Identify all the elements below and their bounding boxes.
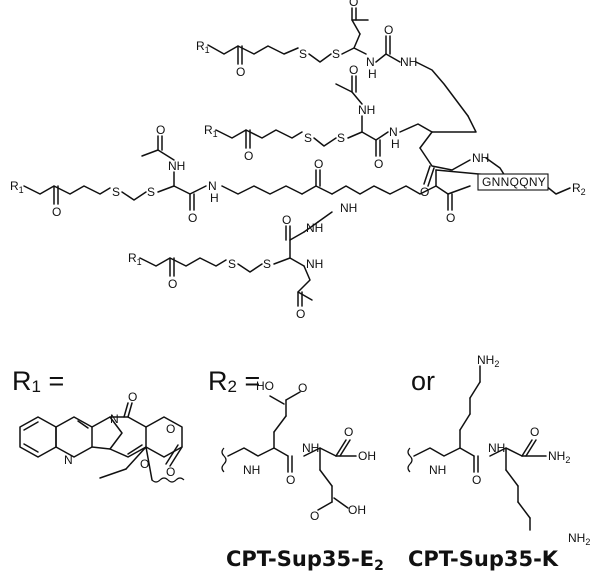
- or-label: or: [411, 366, 435, 396]
- r1-label: R1: [196, 39, 210, 55]
- amine-label: NH2: [477, 353, 499, 369]
- oxygen-label: O: [166, 422, 175, 436]
- amine-label: NH: [400, 55, 417, 69]
- oxygen-label: O: [168, 277, 177, 291]
- nitrogen-label: N: [208, 179, 217, 193]
- amine-label: NH: [488, 441, 505, 455]
- oxygen-label: O: [446, 211, 455, 225]
- nitrogen-label: N: [110, 412, 119, 426]
- oxygen-label: O: [344, 425, 353, 439]
- oxygen-label: O: [472, 473, 481, 487]
- r2-label: R2: [572, 181, 586, 197]
- oxygen-label: O: [128, 390, 137, 404]
- r1-label: R1: [128, 251, 142, 267]
- amine-label: NH2: [568, 531, 590, 547]
- peptide-sequence: GNNQQNY: [482, 175, 546, 189]
- r2-definition: R2 = or: [208, 366, 435, 396]
- amine-label: NH: [168, 159, 185, 173]
- second-arm: R1 O S S NH O O N H: [204, 63, 433, 171]
- hydroxyl-label: OH: [358, 449, 376, 463]
- nitrogen-label: N: [366, 55, 375, 69]
- r1-definition-label: R1 =: [12, 366, 64, 396]
- oxygen-label: O: [52, 205, 61, 219]
- oxygen-label: O: [384, 23, 393, 37]
- r1-definition: R1 =: [12, 366, 64, 396]
- sulfur-label: S: [299, 47, 307, 61]
- hydroxyl-label: HO: [256, 379, 274, 393]
- bottom-arm: R1 O S S O NH NH O: [128, 211, 333, 321]
- oxygen-label: O: [282, 213, 291, 227]
- oxygen-label: O: [298, 381, 307, 395]
- r2-definition-label: R2 =: [208, 366, 260, 396]
- hydroxyl-label: OH: [348, 503, 366, 517]
- hydrogen-label: H: [210, 191, 219, 205]
- r1-label: R1: [10, 179, 24, 195]
- oxygen-label: O: [349, 63, 358, 77]
- oxygen-label: O: [188, 211, 197, 225]
- top-arm: R1 O S S O N H O NH: [196, 0, 469, 117]
- hydrogen-label: H: [391, 137, 400, 151]
- r1-label: R1: [204, 123, 218, 139]
- amine-label: NH: [472, 151, 489, 165]
- sulfur-label: S: [228, 257, 236, 271]
- oxygen-label: O: [166, 465, 175, 479]
- oxygen-label: O: [236, 65, 245, 79]
- sulfur-label: S: [337, 131, 345, 145]
- main-chain: R1 O S S NH O O N H O NH O R2: [10, 123, 586, 225]
- oxygen-label: O: [296, 307, 305, 321]
- glutamate-structure: NH HO O O NH O OH O OH: [221, 379, 376, 523]
- hydrogen-label: H: [368, 67, 377, 81]
- sulfur-label: S: [304, 131, 312, 145]
- amine-label: NH2: [548, 449, 570, 465]
- nitrogen-label: N: [389, 125, 398, 139]
- amine-label: NH: [243, 463, 260, 477]
- amine-label: NH: [340, 201, 357, 215]
- oxygen-label: O: [286, 473, 295, 487]
- oxygen-label: O: [374, 157, 383, 171]
- peptide-box-outline: [477, 173, 549, 191]
- oxygen-label: O: [310, 509, 319, 523]
- oxygen-label: O: [314, 157, 323, 171]
- amine-label: NH: [358, 103, 375, 117]
- camptothecin-structure: N O N O O O: [19, 390, 185, 483]
- amine-label: NH: [302, 441, 319, 455]
- amine-label: NH: [306, 221, 323, 235]
- compound-name-k2: CPT-Sup35-K: [408, 547, 559, 571]
- sulfur-label: S: [112, 185, 120, 199]
- sulfur-label: S: [263, 257, 271, 271]
- compound-name-e2: CPT-Sup35-E2: [226, 547, 384, 573]
- amine-label: NH: [429, 463, 446, 477]
- oxygen-label: O: [530, 425, 539, 439]
- peptide-sequence-box: GNNQQNY: [477, 173, 549, 191]
- sulfur-label: S: [147, 185, 155, 199]
- oxygen-label: O: [244, 149, 253, 163]
- compound-names: CPT-Sup35-E2 CPT-Sup35-K: [226, 547, 559, 573]
- oxygen-label: O: [140, 457, 149, 471]
- amine-label: NH: [306, 257, 323, 271]
- sulfur-label: S: [332, 47, 340, 61]
- nitrogen-label: N: [64, 453, 73, 467]
- lysine-structure: NH2 NH O NH O NH2 NH2: [407, 353, 590, 547]
- oxygen-label: O: [156, 123, 165, 137]
- oxygen-label: O: [349, 0, 358, 9]
